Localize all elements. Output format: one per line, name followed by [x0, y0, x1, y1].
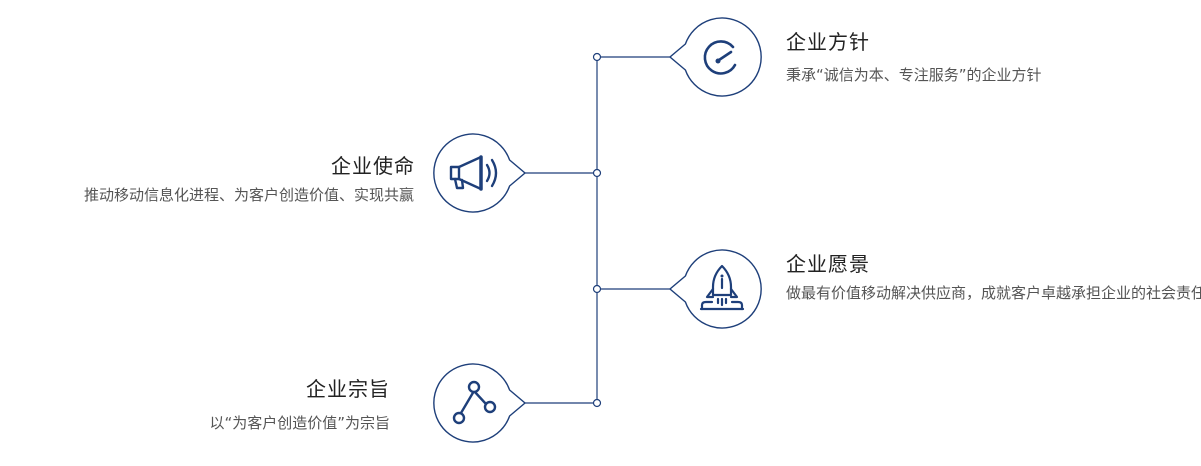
junction-dot-policy [592, 52, 602, 62]
junction-dot-vision [592, 284, 602, 294]
junction-dot-purpose [592, 398, 602, 408]
mission-description: 推动移动信息化进程、为客户创造价值、实现共赢 [83, 186, 414, 204]
network-icon [452, 380, 497, 425]
node-vision [668, 249, 762, 329]
node-purpose [433, 363, 527, 443]
purpose-description: 以“为客户创造价值”为宗旨 [209, 414, 390, 432]
megaphone-icon [449, 155, 498, 191]
mission-title: 企业使命 [331, 154, 415, 178]
policy-description: 秉承“诚信为本、专注服务”的企业方针 [786, 66, 1042, 84]
node-policy [668, 17, 762, 97]
policy-title: 企业方针 [786, 30, 870, 54]
gauge-icon [703, 40, 737, 75]
vision-title: 企业愿景 [786, 252, 870, 276]
node-mission [433, 133, 527, 213]
vision-description: 做最有价值移动解决供应商，成就客户卓越承担企业的社会责任 [786, 284, 1201, 302]
junction-dot-mission [592, 168, 602, 178]
purpose-title: 企业宗旨 [306, 377, 390, 401]
rocket-icon [699, 264, 745, 311]
